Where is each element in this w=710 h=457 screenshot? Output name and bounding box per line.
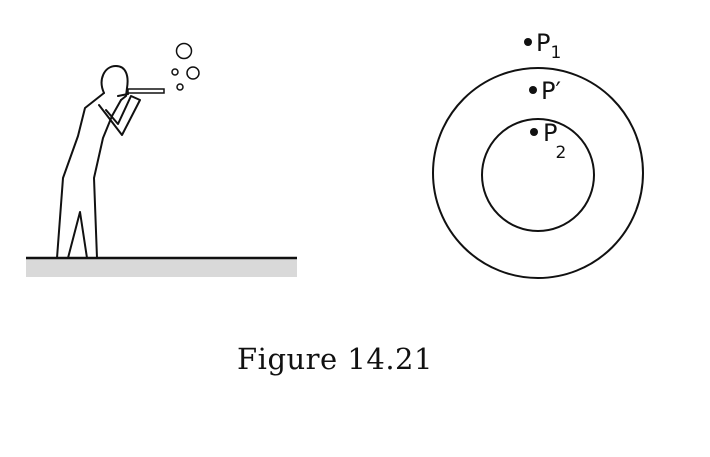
bubble-pipe <box>127 88 165 94</box>
point-p-prime-label: P′ <box>541 77 561 105</box>
person-front <box>93 99 122 259</box>
person-back <box>56 92 105 259</box>
bubble-small <box>171 68 179 76</box>
point-p1-dot <box>524 38 532 46</box>
person-head <box>100 65 129 101</box>
ground <box>26 258 297 277</box>
person-legs <box>67 211 88 259</box>
bubble-medium <box>186 66 200 80</box>
point-p2-dot <box>530 128 538 136</box>
bubbles <box>171 42 200 91</box>
inner-sphere <box>481 118 595 232</box>
person-figure <box>56 65 141 259</box>
person-arms <box>98 95 141 136</box>
point-p-prime-dot <box>529 86 537 94</box>
bubble-small <box>176 83 184 91</box>
bubble-large <box>175 42 193 60</box>
point-p1-label: P1 <box>536 29 561 63</box>
person-hand <box>117 93 129 97</box>
outer-sphere <box>432 67 644 279</box>
figure-caption: Figure 14.21 <box>237 342 433 376</box>
